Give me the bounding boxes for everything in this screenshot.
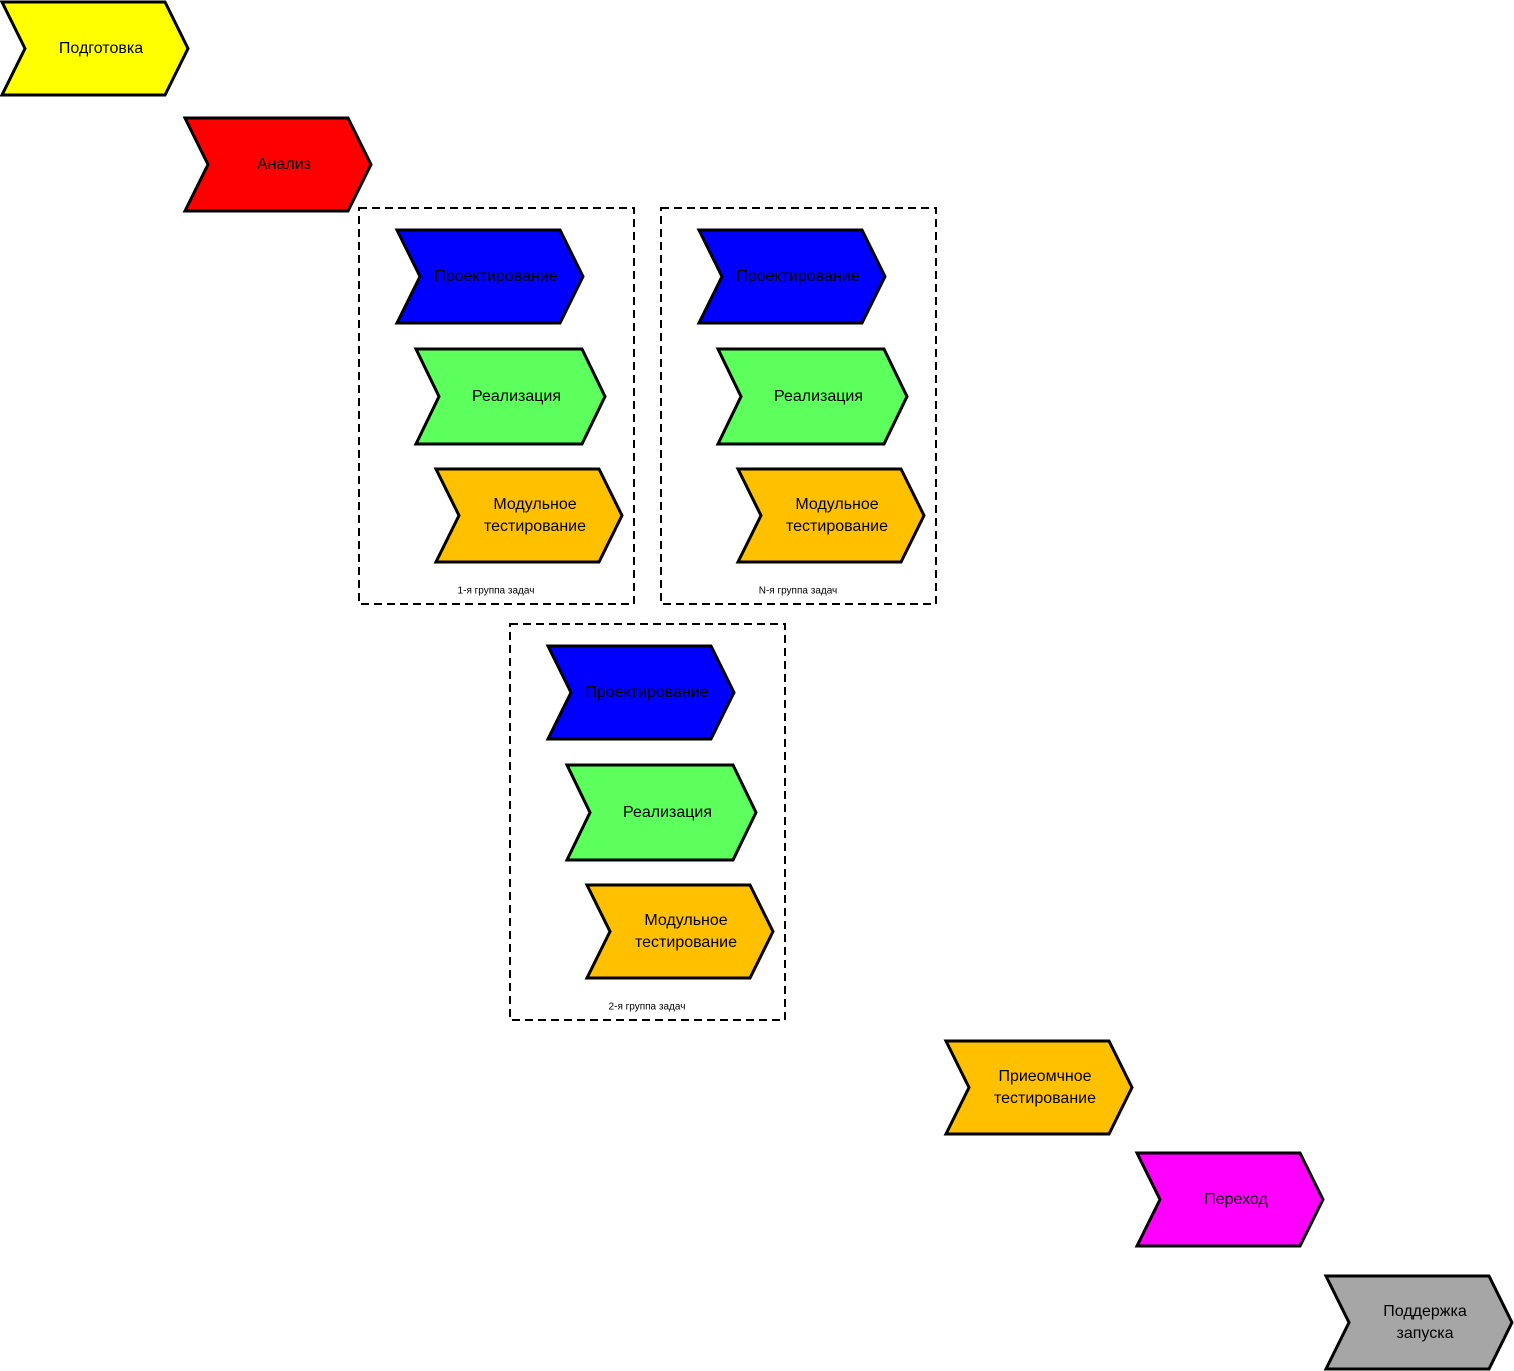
- task-group-2-step-1-shape: [696, 228, 887, 325]
- task-group-2-frame: [660, 207, 937, 605]
- task-group-2-step-3: Модульное тестирование: [735, 467, 926, 564]
- task-group-2-step-2-label: Реализация: [774, 388, 863, 405]
- phase-transition: Переход: [1134, 1151, 1325, 1248]
- phase-preparation-label: Подготовка: [59, 40, 143, 57]
- phase-transition-shape: [1134, 1151, 1325, 1248]
- phase-preparation: Подготовка: [0, 0, 190, 97]
- task-group-2-step-2: Реализация: [715, 347, 909, 446]
- task-group-3-step-3-shape: [584, 883, 775, 980]
- phase-analysis: Анализ: [182, 116, 373, 213]
- task-group-3-step-1: Проектирование: [545, 644, 736, 741]
- task-group-1-step-3-label: Модульное: [493, 496, 576, 513]
- task-group-2-step-3-shape: [735, 467, 926, 564]
- task-group-2-step-1-label: Проектирование: [736, 268, 859, 285]
- phase-analysis-label: Анализ: [257, 156, 311, 173]
- task-group-2-step-1: Проектирование: [696, 228, 887, 325]
- phase-acceptance-testing-shape: [943, 1039, 1134, 1136]
- phase-launch-support-label: запуска: [1397, 1325, 1454, 1342]
- task-group-3-step-1-label: Проектирование: [585, 684, 708, 701]
- phase-acceptance-testing-label: Приеомчное: [998, 1068, 1091, 1085]
- phase-launch-support-label: Поддержка: [1383, 1303, 1467, 1320]
- task-group-3-step-3-label: тестирование: [635, 934, 737, 951]
- phase-preparation-shape: [0, 0, 190, 97]
- task-group-3-caption: 2-я группа задач: [609, 1002, 686, 1013]
- phase-launch-support: Поддержка запуска: [1323, 1274, 1514, 1371]
- task-group-3-frame: [509, 623, 786, 1021]
- task-group-3-step-1-shape: [545, 644, 736, 741]
- task-group-1-step-1: Проектирование: [394, 228, 585, 325]
- task-group-2-step-2-shape: [715, 347, 909, 446]
- task-group-1-step-3-label: тестирование: [484, 518, 586, 535]
- task-group-2-step-3-label: тестирование: [786, 518, 888, 535]
- task-group-2-step-3-label: Модульное: [795, 496, 878, 513]
- task-group-3-step-3-label: Модульное: [644, 912, 727, 929]
- task-group-3-step-2-shape: [564, 763, 758, 862]
- task-group-1-step-1-label: Проектирование: [434, 268, 557, 285]
- task-group-1-step-3: Модульное тестирование: [433, 467, 624, 564]
- phase-acceptance-testing-label: тестирование: [994, 1090, 1096, 1107]
- task-group-3-step-3: Модульное тестирование: [584, 883, 775, 980]
- task-group-1-step-3-shape: [433, 467, 624, 564]
- task-group-3-step-2-label: Реализация: [623, 804, 712, 821]
- task-group-1-step-1-shape: [394, 228, 585, 325]
- phase-analysis-shape: [182, 116, 373, 213]
- task-group-1-step-2-label: Реализация: [472, 388, 561, 405]
- task-group-1-frame: [358, 207, 635, 605]
- task-group-1-caption: 1-я группа задач: [458, 586, 535, 597]
- task-group-3-step-2: Реализация: [564, 763, 758, 862]
- phase-transition-label: Переход: [1204, 1191, 1268, 1208]
- phase-launch-support-shape: [1323, 1274, 1514, 1371]
- task-group-2-caption: N-я группа задач: [759, 586, 838, 597]
- task-group-1-step-2-shape: [413, 347, 607, 446]
- phase-acceptance-testing: Приеомчное тестирование: [943, 1039, 1134, 1136]
- task-group-1-step-2: Реализация: [413, 347, 607, 446]
